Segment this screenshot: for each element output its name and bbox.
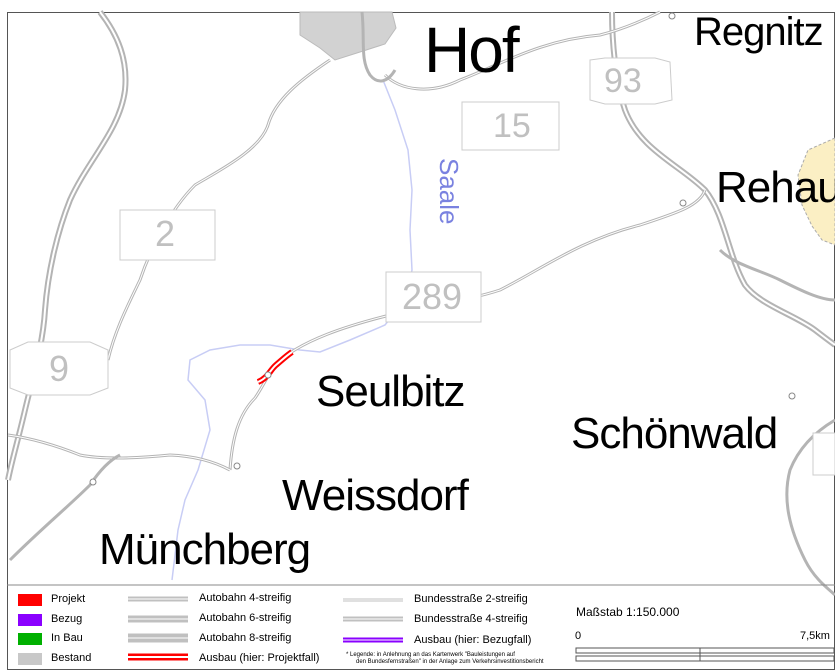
scale-start: 0 [575, 630, 582, 642]
place-regnitz: Regnitz [694, 10, 824, 54]
road-rehau [718, 248, 835, 302]
shield-a93 [589, 57, 673, 105]
legend-autobahn-4: Autobahn 4-streifig [199, 592, 292, 604]
junction-marker [668, 12, 676, 20]
legend-swatch-bestand [18, 653, 42, 665]
shield-a9-number: 9 [49, 348, 70, 389]
legend-bundesstrasse-lines [343, 598, 403, 643]
legend-footnote-line1: * Legende: in Anlehnung an das Kartenwer… [346, 652, 515, 658]
place-weissdorf: Weissdorf [282, 471, 469, 520]
legend-label-projekt: Projekt [51, 593, 86, 605]
legend-autobahn-6: Autobahn 6-streifig [199, 612, 292, 624]
legend-label-bestand: Bestand [51, 652, 92, 664]
legend-autobahn-8: Autobahn 8-streifig [199, 632, 292, 644]
legend-autobahn-lines [128, 596, 188, 661]
urban-area-hof [299, 11, 397, 61]
scale-bar [575, 647, 835, 662]
junction-marker [264, 371, 272, 379]
legend-bundesstrasse-4: Bundesstraße 4-streifig [414, 613, 528, 625]
shield-b2-number: 2 [155, 213, 176, 254]
river-saale [171, 79, 413, 581]
shield-b15 [461, 101, 560, 151]
road-west [7, 433, 231, 472]
legend-footnote-line2: den Bundesfernstraßen" in der Anlage zum… [356, 659, 544, 665]
urban-area-rehau [797, 137, 835, 246]
road-southwest [8, 453, 121, 562]
shield-b289-number: 289 [402, 276, 463, 317]
shield-a93-number: 93 [604, 62, 642, 100]
scale-end: 7,5km [800, 630, 830, 642]
legend-ausbau-projektfall: Ausbau (hier: Projektfall) [199, 652, 320, 664]
place-muenchberg: Münchberg [99, 525, 311, 574]
place-schoenwald: Schönwald [571, 409, 778, 458]
scale-title: Maßstab 1:150.000 [576, 605, 680, 619]
legend-swatch-in-bau [18, 633, 42, 645]
road-hof-regional [360, 11, 397, 83]
junction-marker [233, 462, 241, 470]
legend-swatch-projekt [18, 594, 42, 606]
road-east [785, 418, 835, 597]
junction-marker [89, 478, 97, 486]
junction-marker [679, 199, 687, 207]
legend-label-bezug: Bezug [51, 613, 83, 625]
legend-swatch-bezug [18, 614, 42, 626]
place-hof: Hof [424, 14, 520, 86]
legend-bundesstrasse-2: Bundesstraße 2-streifig [414, 593, 528, 605]
legend-ausbau-bezugfall: Ausbau (hier: Bezugfall) [414, 634, 532, 646]
place-rehau: Rehau [716, 163, 835, 212]
river-label-saale: Saale [434, 158, 464, 225]
shield-b2 [119, 209, 216, 261]
shield-a9 [9, 341, 109, 396]
shield-east-partial [812, 432, 835, 476]
place-seulbitz: Seulbitz [316, 367, 466, 416]
shield-b289 [385, 271, 482, 323]
legend-label-in-bau: In Bau [51, 632, 83, 644]
shield-b15-number: 15 [493, 107, 531, 145]
junction-marker [788, 392, 796, 400]
